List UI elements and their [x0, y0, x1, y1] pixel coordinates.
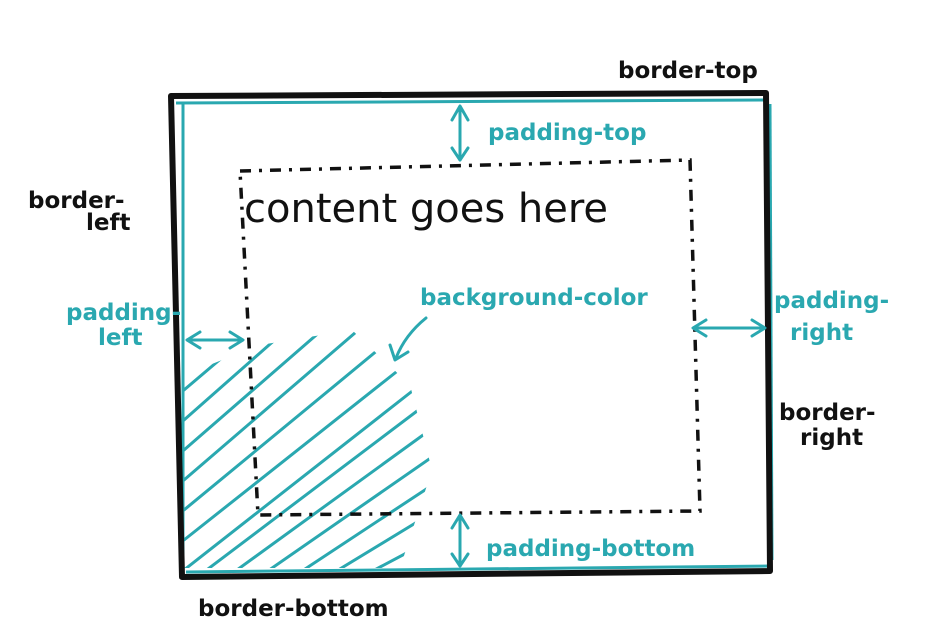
- padding-right-arrow: [691, 318, 767, 338]
- padding-left-label-line2: left: [98, 325, 142, 351]
- content-box: [238, 158, 702, 517]
- border-right-label-line2: right: [800, 425, 863, 451]
- padding-bottom-arrow: [450, 513, 470, 568]
- padding-left-arrow: [185, 330, 245, 350]
- padding-bottom-label: padding-bottom: [486, 536, 695, 562]
- border-box: [168, 90, 773, 580]
- padding-left-label-line1: padding-: [66, 300, 181, 326]
- border-left-label-line2: left: [86, 210, 130, 236]
- padding-top-label: padding-top: [488, 120, 646, 146]
- content-label: content goes here: [244, 186, 608, 232]
- padding-right-label-line1: padding-: [774, 288, 889, 314]
- padding-right-label-line2: right: [790, 320, 853, 346]
- border-teal-accent: [175, 98, 774, 574]
- padding-top-arrow: [450, 104, 470, 162]
- border-left-label-line1: border-: [28, 188, 125, 214]
- background-color-pointer-arrow: [388, 316, 428, 362]
- border-bottom-label: border-bottom: [198, 596, 389, 622]
- border-right-label-line1: border-: [779, 400, 876, 426]
- background-color-label: background-color: [420, 285, 648, 311]
- border-top-label: border-top: [618, 58, 758, 84]
